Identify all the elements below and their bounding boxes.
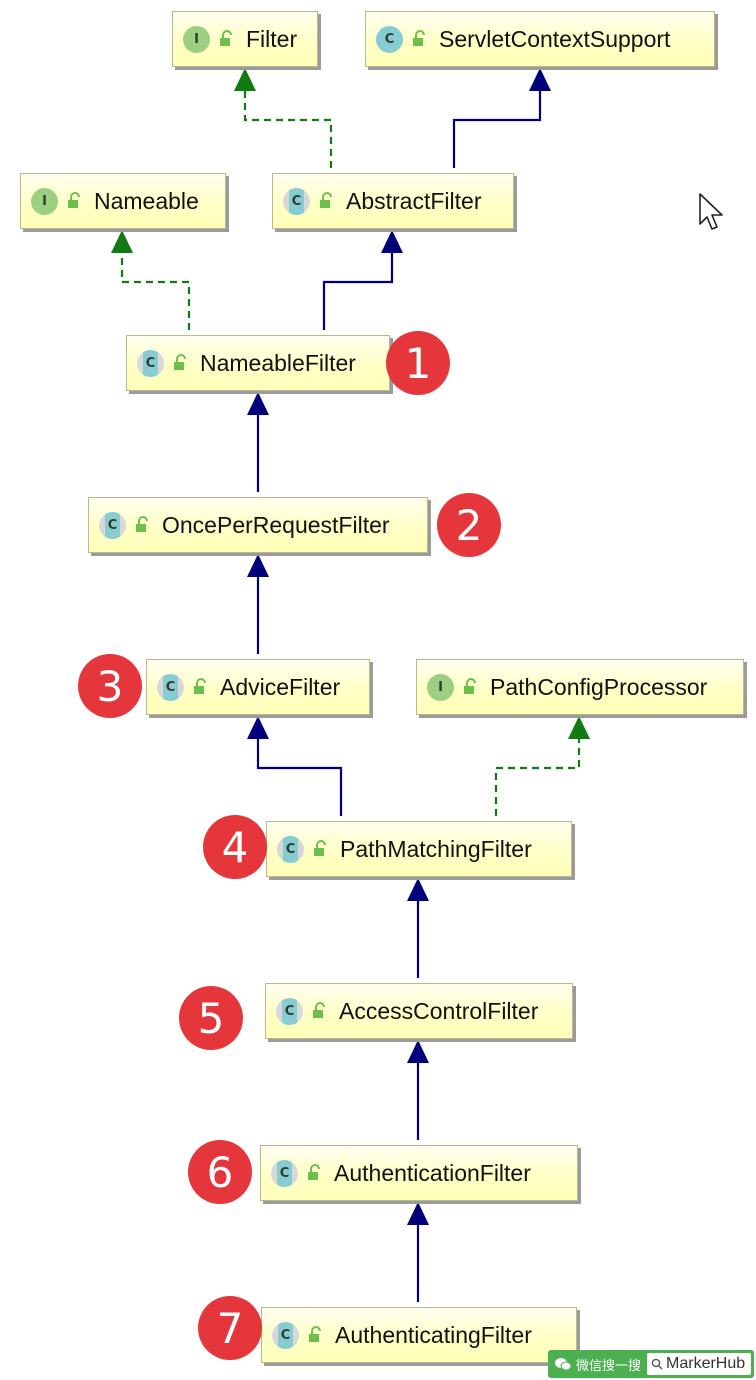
public-lock-icon: [68, 192, 80, 208]
node-label: PathConfigProcessor: [490, 673, 708, 700]
edge-abstractfilter-to-filter-arrowhead: [234, 68, 256, 91]
node-label: AuthenticationFilter: [334, 1159, 531, 1186]
edge-advicefilter-to-oncerequest-arrowhead: [247, 554, 269, 577]
node-label: PathMatchingFilter: [340, 835, 532, 862]
search-icon: [651, 1358, 663, 1370]
node-label: Nameable: [94, 187, 199, 214]
public-lock-icon: [314, 840, 326, 856]
edge-authentication-to-accesscontrol-arrowhead: [407, 1040, 429, 1063]
abstract-class-icon: C: [137, 349, 164, 377]
edge-pathmatching-to-advicefilter-line: [256, 738, 343, 816]
public-lock-icon: [194, 678, 206, 694]
node-abstract-filter[interactable]: C AbstractFilter: [272, 173, 514, 229]
node-access-control-filter[interactable]: C AccessControlFilter: [265, 983, 573, 1039]
edge-authenticating-to-authentication-arrowhead: [407, 1202, 429, 1225]
step-badge-6: 6: [188, 1140, 252, 1204]
wechat-icon: [555, 1358, 572, 1371]
watermark-brand: MarkerHub: [666, 1355, 746, 1372]
node-label: ServletContextSupport: [439, 25, 671, 52]
node-servlet-context-support[interactable]: C ServletContextSupport: [365, 11, 715, 67]
node-authentication-filter[interactable]: C AuthenticationFilter: [260, 1145, 578, 1201]
node-nameable[interactable]: I Nameable: [20, 173, 226, 229]
node-label: AuthenticatingFilter: [335, 1321, 532, 1348]
watermark-search-box: MarkerHub: [647, 1353, 752, 1375]
step-badge-1: 1: [386, 331, 450, 395]
node-label: OncePerRequestFilter: [162, 511, 390, 538]
watermark-prefix: 微信搜一搜: [576, 1357, 642, 1373]
public-lock-icon: [136, 516, 148, 532]
public-lock-icon: [174, 354, 186, 370]
edge-nameablefilter-to-abstractfilter-line: [322, 252, 394, 330]
interface-icon: I: [183, 25, 210, 53]
step-badge-2: 2: [437, 493, 501, 557]
abstract-class-icon: C: [277, 835, 304, 863]
edge-nameablefilter-to-nameable-arrowhead: [111, 230, 133, 253]
public-lock-icon: [220, 30, 232, 46]
public-lock-icon: [464, 678, 476, 694]
step-badge-7: 7: [198, 1296, 262, 1360]
edge-oncerequest-to-nameablefilter-arrowhead: [247, 392, 269, 415]
public-lock-icon: [308, 1164, 320, 1180]
mouse-cursor-icon: [699, 193, 723, 230]
node-label: NameableFilter: [200, 349, 356, 376]
node-advice-filter[interactable]: C AdviceFilter: [146, 659, 370, 715]
abstract-class-icon: C: [272, 1321, 299, 1349]
public-lock-icon: [413, 30, 425, 46]
edge-nameablefilter-to-abstractfilter-arrowhead: [381, 230, 403, 253]
node-path-config-processor[interactable]: I PathConfigProcessor: [416, 659, 744, 715]
node-label: AbstractFilter: [346, 187, 482, 214]
node-nameable-filter[interactable]: C NameableFilter: [126, 335, 390, 391]
abstract-class-icon: C: [283, 187, 310, 215]
step-badge-3: 3: [78, 654, 142, 718]
edge-pathmatching-to-pathconfigprocessor-line: [494, 738, 581, 816]
node-label: Filter: [246, 25, 298, 52]
edge-abstractfilter-to-filter-line: [243, 90, 333, 168]
node-filter[interactable]: I Filter: [172, 11, 318, 67]
edge-pathmatching-to-advicefilter-arrowhead: [247, 716, 269, 739]
step-badge-5: 5: [179, 986, 243, 1050]
interface-icon: I: [31, 187, 58, 215]
step-badge-4: 4: [203, 815, 267, 879]
class-icon: C: [376, 25, 403, 53]
node-once-per-request-filter[interactable]: C OncePerRequestFilter: [88, 497, 428, 553]
public-lock-icon: [320, 192, 332, 208]
edge-abstractfilter-to-servletcontextsupport-arrowhead: [529, 68, 551, 91]
abstract-class-icon: C: [271, 1159, 298, 1187]
public-lock-icon: [313, 1002, 325, 1018]
node-path-matching-filter[interactable]: C PathMatchingFilter: [266, 821, 572, 877]
edge-abstractfilter-to-servletcontextsupport-line: [452, 90, 542, 168]
watermark: 微信搜一搜 MarkerHub: [548, 1350, 754, 1378]
node-label: AccessControlFilter: [339, 997, 539, 1024]
interface-icon: I: [427, 673, 454, 701]
node-label: AdviceFilter: [220, 673, 341, 700]
edge-nameablefilter-to-nameable-line: [120, 252, 191, 330]
edge-accesscontrol-to-pathmatching-arrowhead: [407, 878, 429, 901]
public-lock-icon: [309, 1326, 321, 1342]
abstract-class-icon: C: [99, 511, 126, 539]
node-authenticating-filter[interactable]: C AuthenticatingFilter: [261, 1307, 577, 1363]
edge-pathmatching-to-pathconfigprocessor-arrowhead: [568, 716, 590, 739]
abstract-class-icon: C: [157, 673, 184, 701]
abstract-class-icon: C: [276, 997, 303, 1025]
